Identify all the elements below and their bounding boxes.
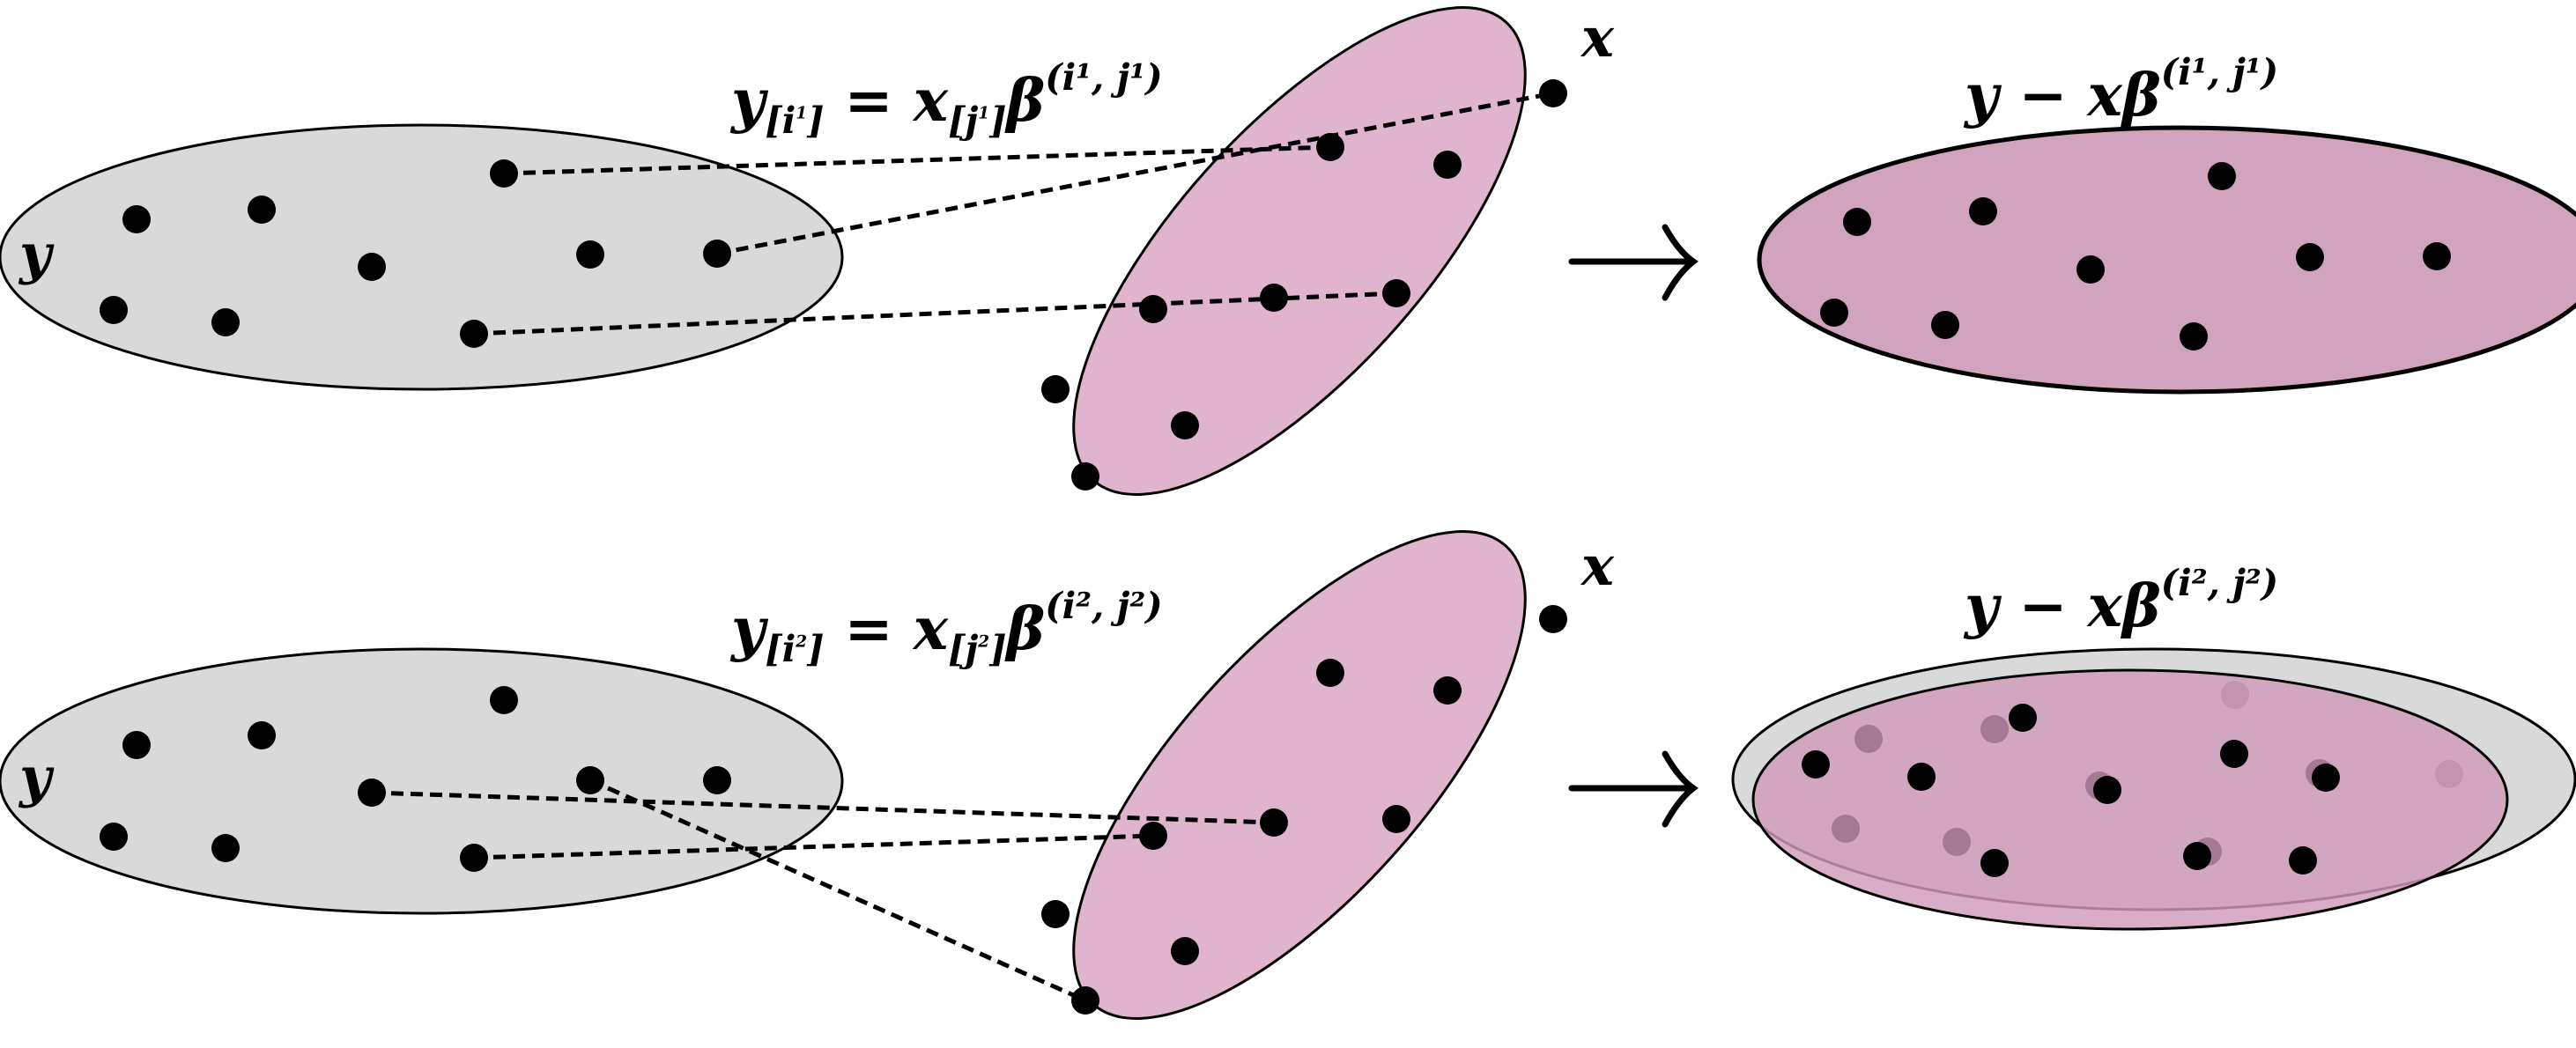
data-point [1316,133,1344,161]
dashed-link [716,91,1554,256]
equation-label: y[i1] = x[j1]β(i¹, j¹) [731,56,1163,143]
data-point [1382,805,1410,833]
data-point [1260,284,1288,312]
data-point [1943,828,1971,856]
data-point [211,308,240,336]
data-point [1802,750,1830,779]
dashed-link [588,778,1087,1003]
data-point [358,253,386,281]
x-points [1041,79,1567,491]
data-point [1316,659,1344,687]
data-point [122,731,151,759]
data-point [1854,725,1883,753]
y-set-label: y [19,745,52,809]
data-point [1433,676,1462,705]
data-point [1041,900,1070,928]
residual-shifted-ellipse [1751,668,2509,931]
data-point [2093,776,2121,804]
data-point [1980,849,2009,877]
data-point [2296,243,2324,271]
x-set-label: x [1581,534,1614,598]
data-point [460,320,488,348]
data-point [1980,715,2009,743]
data-point [1071,462,1099,491]
result-label: y − xβ(i², j²) [1965,562,2279,640]
data-point [2183,842,2211,870]
data-point [2180,322,2208,351]
data-point [1260,808,1288,837]
data-point [2312,764,2340,792]
data-point [2076,255,2105,284]
x-set-label: x [1581,5,1614,70]
data-point [2009,704,2037,732]
data-point [100,823,128,851]
data-point [1539,605,1567,633]
data-point [1041,375,1070,403]
data-point [2220,740,2248,768]
data-point [1071,986,1099,1015]
data-point [1832,815,1860,843]
data-point [1139,822,1167,850]
data-point [1820,299,1848,327]
dashed-link [371,790,1275,825]
y-points [100,159,731,348]
data-point [1539,79,1567,107]
y-set-ellipse [0,647,844,915]
data-point [1969,197,1997,225]
data-point [248,721,276,749]
dashed-link [503,144,1331,176]
data-point [460,844,488,872]
data-point [2208,162,2236,190]
panel-2 [0,530,2576,1020]
result-points [1802,704,2340,877]
data-point [1171,411,1199,439]
data-point [576,240,604,269]
data-point [1843,208,1871,236]
data-point [122,205,151,233]
right-arrow-icon [1568,224,1699,301]
result-label: y − xβ(i¹, j¹) [1965,51,2279,129]
result-set-ellipse [1757,125,2576,395]
panel-1 [0,6,2576,496]
data-point [703,766,731,794]
data-point [1907,763,1936,791]
right-arrow-icon [1568,750,1699,828]
dashed-link [473,833,1154,860]
data-point [490,686,518,714]
x-set-ellipse [1072,530,1527,1020]
y-points [100,686,731,872]
result-points [1820,162,2451,351]
y-set-ellipse [0,123,844,391]
data-point [358,779,386,807]
data-point [2423,242,2451,270]
data-point [576,766,604,794]
data-point [1139,295,1167,323]
data-point [248,196,276,224]
data-point [703,240,731,268]
data-point [1931,311,1959,339]
data-point [100,296,128,324]
y-set-label: y [19,222,52,286]
data-point [490,159,518,188]
data-point [1382,279,1410,307]
data-point [1171,937,1199,965]
x-points [1041,605,1567,1015]
data-point [1433,151,1462,179]
equation-label: y[i2] = x[j2]β(i², j²) [731,585,1163,671]
data-point [211,834,240,862]
data-point [2289,846,2317,875]
